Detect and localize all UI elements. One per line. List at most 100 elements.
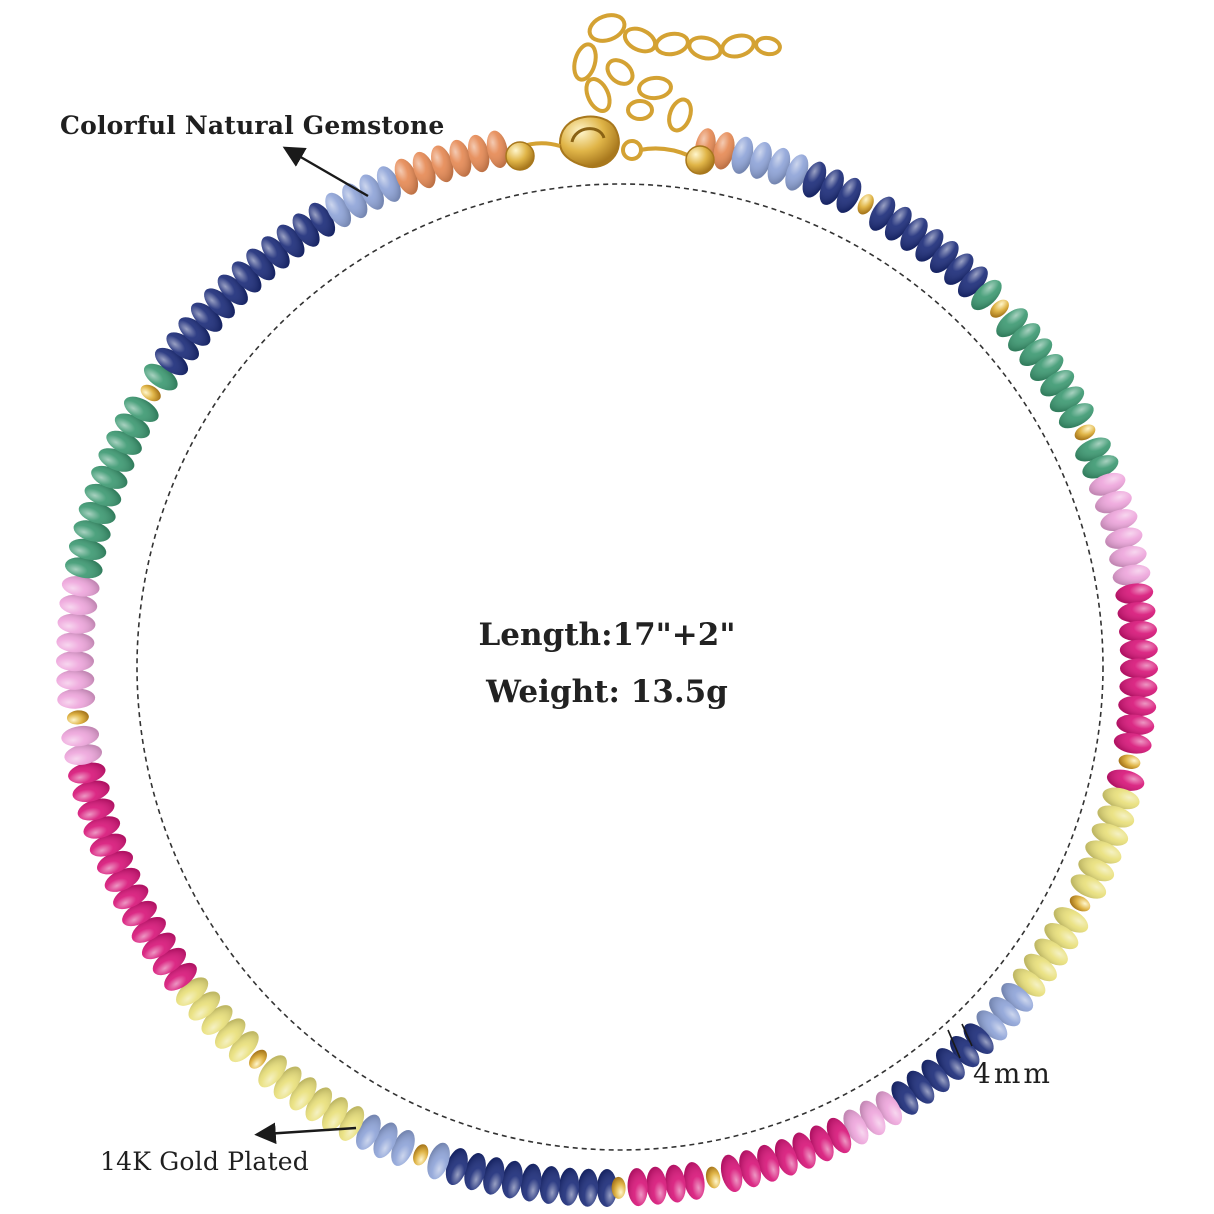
gemstone-bead — [1058, 403, 1094, 429]
gemstone-bead — [68, 762, 106, 784]
gemstone-bead — [875, 1091, 903, 1126]
gemstone-bead — [1085, 840, 1122, 864]
gemstone-bead — [792, 1132, 816, 1169]
gemstone-bead — [59, 594, 98, 616]
gemstone-bead — [152, 947, 187, 976]
gemstone-bead — [739, 1150, 762, 1188]
gemstone-bead — [577, 1168, 599, 1207]
gemstone-bead — [1012, 968, 1046, 997]
gemstone-bead — [61, 576, 100, 597]
gemstone-bead — [73, 520, 111, 542]
spec-block: Length:17"+2" Weight: 13.5g — [0, 607, 1214, 721]
gemstone-bead — [449, 139, 472, 177]
gemstone-bead — [56, 669, 95, 690]
gemstone-bead — [665, 1164, 686, 1203]
gemstone-bead — [501, 1160, 523, 1199]
gemstone-bead — [944, 253, 974, 285]
gemstone-bead — [558, 1167, 580, 1206]
gemstone-bead — [376, 166, 401, 202]
gemstone-bead — [292, 213, 320, 247]
gemstone-bead — [976, 1010, 1008, 1041]
gemstone-bead — [1030, 353, 1064, 382]
gemstone-bead — [98, 448, 135, 472]
gemstone-bead — [166, 332, 200, 361]
gemstone-bead — [989, 996, 1021, 1027]
gemstone-bead — [627, 1168, 648, 1207]
gemstone-bead — [308, 202, 336, 237]
gemstone-bead — [61, 725, 100, 747]
gemstone-bead — [1053, 907, 1089, 933]
gemstone-bead — [289, 1077, 317, 1111]
gold-spacer-bead — [66, 710, 89, 725]
gemstone-bead — [1082, 455, 1119, 479]
gemstone-bead — [176, 977, 209, 1006]
gemstone-bead — [464, 1153, 486, 1191]
gemstone-bead — [1019, 338, 1053, 367]
gemstone-bead — [906, 1070, 935, 1104]
gemstone-bead — [884, 206, 912, 241]
gemstone-bead — [1102, 787, 1140, 810]
gemstone-bead — [1119, 639, 1158, 660]
gemstone-bead — [1044, 923, 1079, 950]
gemstone-bead — [826, 1117, 852, 1154]
gemstone-bead — [731, 136, 754, 174]
gemstone-bead — [1113, 732, 1152, 754]
gemstone-bead — [143, 363, 178, 391]
gold-spacer-bead — [705, 1166, 721, 1189]
gemstone-bead — [1117, 602, 1156, 623]
weight-spec: Weight: 13.5g — [486, 674, 728, 710]
length-spec: Length:17"+2" — [478, 617, 736, 653]
gemstone-bead — [1095, 490, 1132, 514]
gemstone-bead — [412, 151, 436, 189]
dashed-guide-circle — [136, 183, 1104, 1151]
gemstone-bead — [359, 174, 384, 210]
gold-spacer-bead — [140, 384, 161, 402]
gemstone-bead — [231, 261, 262, 293]
gemstone-bead — [971, 279, 1002, 311]
gold-spacer-bead — [1069, 895, 1091, 912]
gemstone-bead — [520, 1163, 542, 1202]
gemstone-bead — [427, 1142, 450, 1180]
gemstone-bead — [445, 1148, 468, 1186]
gemstone-bead — [749, 141, 772, 179]
gemstone-bead — [1119, 620, 1157, 641]
gemstone-bead — [486, 130, 508, 169]
gemstone-bead — [963, 1023, 994, 1054]
gemstone-bead — [217, 274, 248, 306]
gemstone-bead — [154, 347, 189, 376]
gemstone-bead — [483, 1157, 505, 1195]
gemstone-bead — [77, 798, 115, 821]
gemstone-bead — [1078, 857, 1115, 882]
pointer-arrow-icon — [254, 1122, 357, 1145]
gemstone-bead — [104, 867, 141, 892]
gemstone-bead — [809, 1125, 834, 1162]
gemstone-label: Colorful Natural Gemstone — [60, 111, 445, 140]
gemstone-bead — [261, 236, 290, 269]
gold-spacer-bead — [990, 299, 1009, 318]
gemstone-bead — [57, 613, 96, 634]
gemstone-bead — [1091, 823, 1129, 846]
gemstone-bead — [1070, 874, 1107, 899]
gemstone-bead — [720, 1154, 743, 1193]
gemstone-bead — [97, 850, 133, 875]
gemstone-bead — [305, 1087, 333, 1122]
gemstone-bead — [869, 196, 896, 231]
gemstone-bead — [141, 932, 176, 960]
gemstone-bead — [1112, 564, 1151, 586]
gold-spacer-bead — [611, 1176, 626, 1199]
gemstone-bead — [273, 1066, 302, 1100]
gemstone-bead — [178, 317, 211, 346]
gemstone-bead — [1097, 805, 1135, 828]
gemstone-bead — [467, 134, 490, 173]
gemstone-bead — [929, 241, 959, 273]
bead-size-indicator — [947, 1023, 973, 1059]
gemstone-bead — [56, 632, 95, 653]
bead-size-label: 4mm — [973, 1057, 1053, 1090]
gemstone-bead — [215, 1018, 246, 1049]
gemstone-bead — [1106, 769, 1145, 791]
gemstone-bead — [89, 833, 127, 857]
gemstone-bead — [65, 557, 103, 579]
gemstone-bead — [1105, 527, 1143, 549]
gold-plated-label: 14K Gold Plated — [100, 1147, 309, 1176]
